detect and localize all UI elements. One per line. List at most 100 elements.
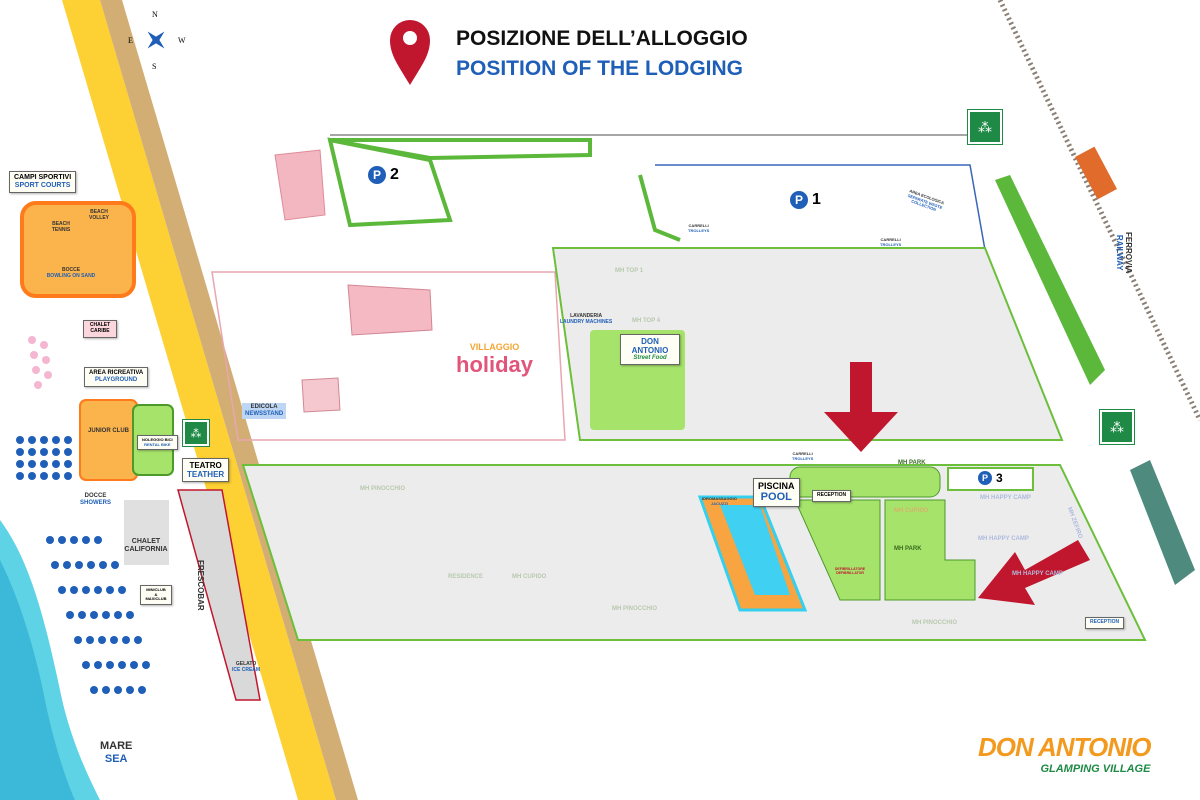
label-it: CARRELLI	[792, 451, 813, 456]
compass-north: N	[152, 10, 158, 19]
sign-label-en: RENTAL BIKE	[144, 441, 171, 447]
label-defibrillator: DEFIBRILLATORE DEFIBRILLATOR	[834, 567, 866, 576]
label-residence: RESIDENCE	[448, 574, 484, 580]
assembly-point-icon: ⁂	[968, 110, 1002, 144]
sign-label: NOLEGGIO BICI	[142, 437, 173, 442]
railway	[997, 0, 1200, 422]
label-it: EDICOLA	[250, 404, 278, 410]
compass-rose: N S E W	[128, 10, 186, 72]
compass-west: W	[178, 36, 186, 45]
page-subtitle: POSITION OF THE LODGING	[456, 57, 744, 80]
label-en: BOWLING ON SAND	[46, 272, 96, 279]
location-pin-icon	[390, 20, 430, 85]
label-junior-club: JUNIOR CLUB	[88, 428, 130, 434]
train	[1075, 146, 1117, 200]
label-en: JACUZZI	[711, 500, 728, 506]
assembly-point-icon: ⁂	[183, 420, 209, 446]
label-en: SEA	[104, 752, 128, 765]
chalet-caribe: CHALET CARIBE	[83, 320, 117, 338]
label-it: IDROMASSAGGIO	[702, 496, 737, 501]
label-frescobar: FRESCOBAR	[196, 560, 205, 611]
label-it: CARRELLI	[880, 237, 901, 242]
label-en: RAILWAY	[1114, 234, 1124, 271]
label-mh-park: MH PARK	[894, 546, 922, 552]
parking-number: 2	[390, 166, 399, 183]
holiday-village-area	[211, 271, 566, 441]
label-mh-happy-camp: MH HAPPY CAMP	[978, 536, 1029, 542]
sign-label: CAMPI SPORTIVI	[14, 174, 72, 181]
label-en: TROLLEYS	[880, 241, 902, 247]
sign-reception-main: RECEPTION	[812, 490, 852, 502]
arrow-down-marker	[824, 362, 898, 452]
label-it: BOCCE	[61, 267, 81, 273]
parking-icon: P	[790, 191, 808, 209]
compass-star-icon	[139, 23, 173, 57]
compass-south: S	[152, 62, 157, 71]
don-antonio-logo: DON ANTONIO GLAMPING VILLAGE	[978, 732, 1151, 775]
parking-number: 1	[812, 191, 821, 208]
label-chalet-california: CHALET CALIFORNIA	[124, 538, 168, 554]
label-mh-happy-camp: MH HAPPY CAMP	[980, 495, 1031, 501]
sign-label: AREA RICREATIVA	[89, 370, 144, 376]
parking-icon: P	[978, 471, 992, 485]
label-it: FERROVIA	[1124, 232, 1133, 274]
label-mh-pinocchio: MH PINOCCHIO	[360, 486, 405, 492]
label-en: TROLLEYS	[792, 455, 814, 461]
label-mh-cupido: MH CUPIDO	[894, 508, 929, 514]
page-title: POSIZIONE DELL’ALLOGGIO	[456, 27, 748, 50]
sign-label: DON ANTONIO	[631, 337, 669, 356]
label-beach-tennis: BEACH TENNIS	[51, 221, 71, 233]
label-mh-park: MH PARK	[898, 460, 926, 466]
sign-label-en: POOL	[760, 491, 792, 504]
logo-subtitle: GLAMPING VILLAGE	[1040, 763, 1151, 775]
label-mh-cupido: MH CUPIDO	[512, 574, 547, 580]
label-en: TROLLEYS	[688, 227, 710, 233]
hedge	[995, 175, 1105, 385]
sign-label-en: SPORT COURTS	[14, 182, 71, 190]
logo-top: VILLAGGIO	[469, 342, 520, 352]
logo-title: DON ANTONIO	[978, 732, 1151, 762]
label-mh-top1: MH TOP 1	[615, 268, 644, 274]
parking-icon: P	[368, 166, 386, 184]
sign-miniclub: MINICLUB & MAXICLUB	[140, 585, 172, 605]
sign-label-en: TEATHER	[187, 470, 225, 480]
label-en: ICE CREAM	[232, 666, 261, 673]
assembly-point-icon: ⁂	[1100, 410, 1134, 444]
label-it: MARE	[100, 740, 133, 752]
sign-tagline: Street Food	[633, 355, 667, 362]
compass-east: E	[128, 36, 133, 45]
sign-label: TEATRO	[189, 461, 222, 470]
beach-umbrellas	[16, 436, 150, 694]
label-en: NEWSSTAND	[245, 410, 284, 417]
sign-label: PISCINA	[758, 481, 795, 491]
sport-courts-area	[20, 201, 136, 298]
label-beach-volley: BEACH VOLLEY	[88, 209, 109, 221]
label-it: GELATO	[235, 661, 257, 667]
arrow-diagonal-marker	[978, 540, 1090, 605]
label-mh-pinocchio: MH PINOCCHIO	[912, 620, 957, 626]
sign-reception-happy-camp: RECEPTION	[1085, 617, 1125, 629]
label-mh-happy-camp: MH HAPPY CAMP	[1012, 571, 1063, 577]
label-en: SHOWERS	[80, 499, 112, 506]
label-it: DOCCE	[84, 493, 107, 499]
label-mh-pinocchio: MH PINOCCHIO	[612, 606, 657, 612]
